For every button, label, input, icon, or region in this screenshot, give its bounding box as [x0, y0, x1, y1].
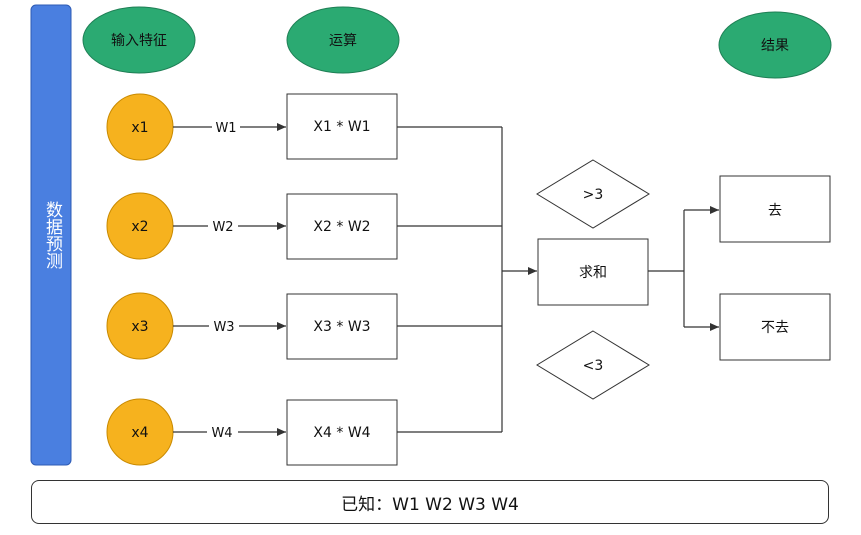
header-result-ellipse [718, 11, 832, 79]
side-bar-label: 数据预测 [42, 201, 62, 269]
known-weights-label: 已知：W1 W2 W3 W4 [341, 494, 519, 515]
header-ops-ellipse [286, 6, 400, 74]
weight-label-w2: W2 [212, 220, 233, 235]
header-input-label: 输入特征 [111, 33, 167, 49]
input-row-4: x4 W4 X4 * W4 [106, 398, 398, 466]
condition-less-diamond [536, 330, 650, 400]
op-label-3: X3 * W3 [313, 319, 370, 335]
side-bar [30, 4, 72, 466]
header-ops-label: 运算 [329, 33, 357, 49]
known-weights-bar: 已知：W1 W2 W3 W4 [31, 480, 829, 524]
input-row-2: x2 W2 X2 * W2 [106, 192, 398, 260]
weight-label-bg-1 [212, 118, 240, 136]
input-row-1: x1 W1 X1 * W1 [106, 93, 398, 161]
weight-label-w1: W1 [215, 121, 236, 136]
sum-label: 求和 [579, 265, 607, 281]
input-label-x2: x2 [131, 219, 148, 235]
condition-less-label: <3 [583, 358, 604, 374]
input-label-x4: x4 [131, 425, 148, 441]
weight-label-w3: W3 [213, 320, 234, 335]
input-label-x3: x3 [131, 319, 148, 335]
condition-greater-label: >3 [583, 187, 604, 203]
op-box-2 [286, 193, 398, 260]
input-label-x1: x1 [131, 120, 148, 136]
sum-box [537, 238, 649, 306]
outcome-not-go-box [719, 293, 831, 361]
weight-label-bg-4 [207, 423, 238, 441]
op-label-1: X1 * W1 [313, 119, 370, 135]
input-row-3: x3 W3 X3 * W3 [106, 292, 398, 360]
op-label-2: X2 * W2 [313, 219, 370, 235]
outcome-not-go-label: 不去 [761, 320, 789, 336]
condition-greater-diamond [536, 159, 650, 229]
op-box-3 [286, 293, 398, 360]
op-box-1 [286, 93, 398, 160]
op-label-4: X4 * W4 [313, 425, 370, 441]
op-box-4 [286, 399, 398, 466]
weight-label-bg-3 [209, 317, 239, 335]
outcome-go-label: 去 [768, 203, 782, 219]
weight-label-bg-2 [208, 217, 238, 235]
header-result-label: 结果 [761, 38, 789, 54]
header-input-ellipse [82, 6, 196, 74]
weight-label-w4: W4 [211, 426, 232, 441]
outcome-go-box [719, 175, 831, 243]
